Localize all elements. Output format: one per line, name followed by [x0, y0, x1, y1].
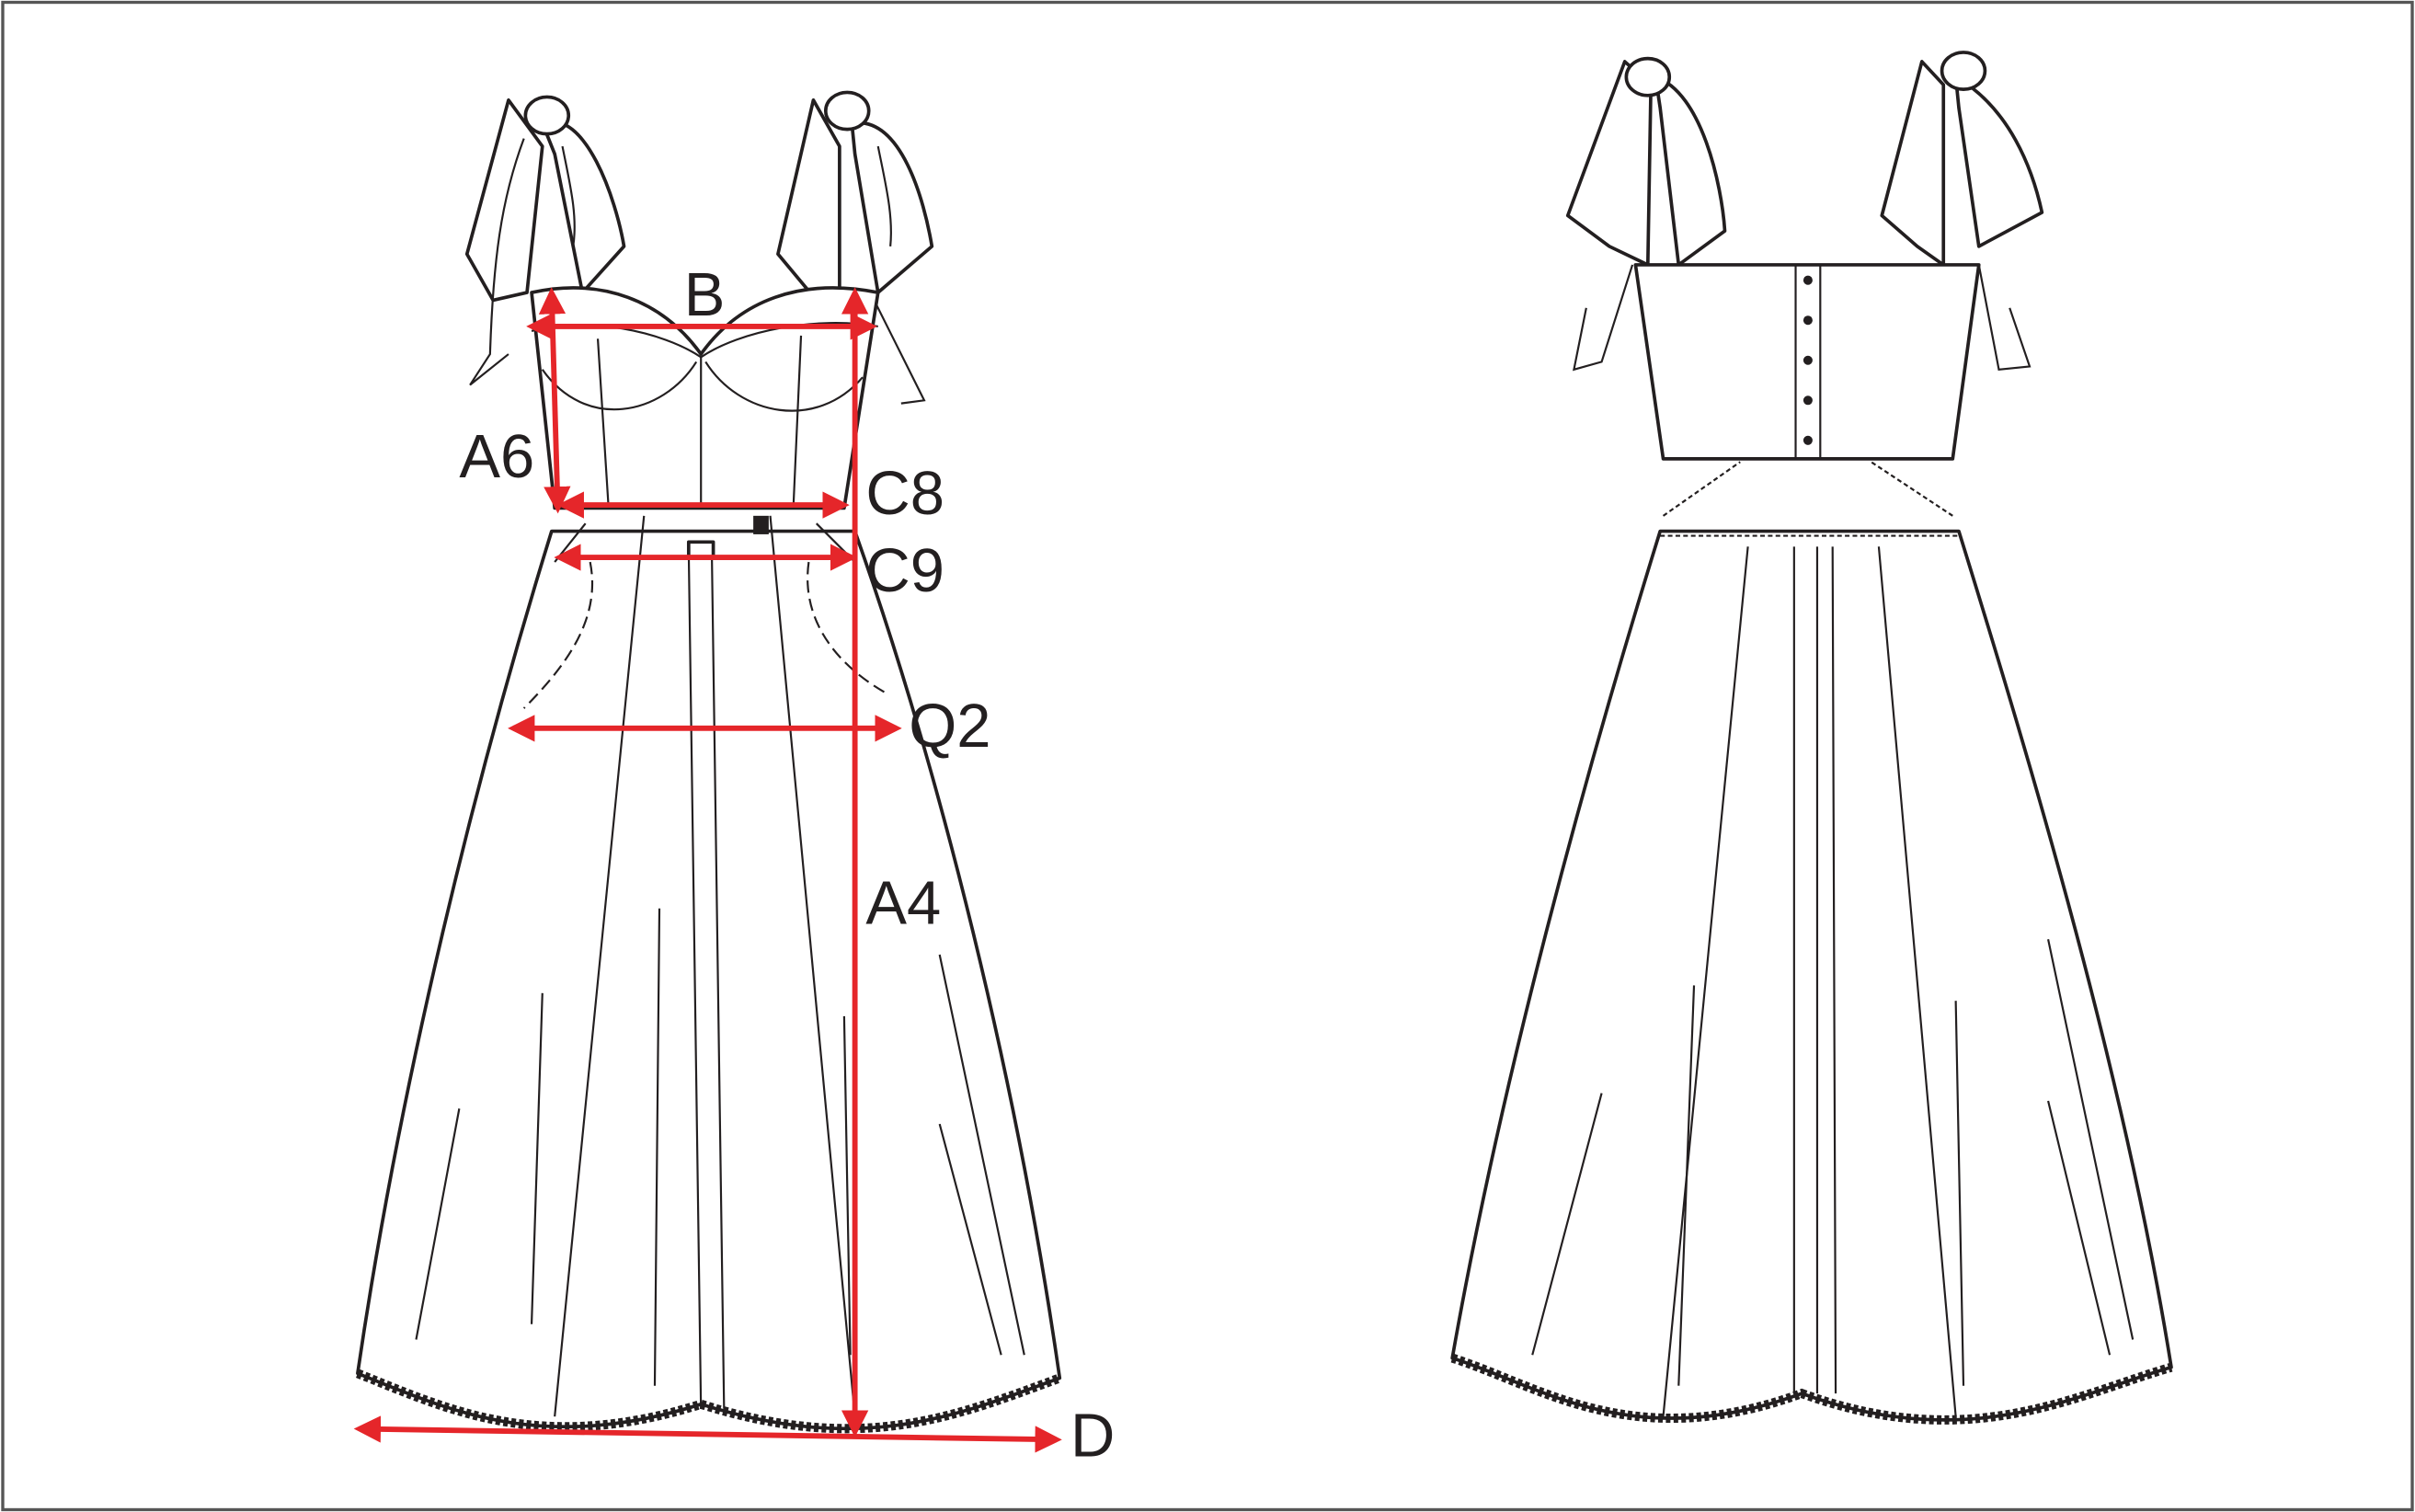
measure-A6-line: [538, 287, 571, 514]
back-left-strap-bow: [1565, 56, 1727, 372]
label-Q2: Q2: [909, 692, 990, 761]
back-right-strap-bow: [1880, 51, 2044, 371]
label-D: D: [1070, 1402, 1115, 1471]
right-strap-bow: [776, 90, 934, 405]
measurement-lines: [353, 287, 1062, 1453]
hook-and-eye-closure: [1794, 264, 1822, 459]
measurement-labels: B A6 C8 C9 Q2 A4 D: [459, 260, 1115, 1471]
label-C8: C8: [865, 459, 944, 528]
measure-D-line: [353, 1415, 1062, 1453]
back-dress-sketch: [1450, 51, 2173, 1425]
label-A6: A6: [459, 422, 534, 491]
front-dress-sketch: [356, 90, 1062, 1434]
label-C9: C9: [865, 536, 944, 605]
left-strap-bow: [464, 95, 626, 386]
label-A4: A4: [865, 868, 941, 937]
label-B: B: [684, 260, 726, 329]
